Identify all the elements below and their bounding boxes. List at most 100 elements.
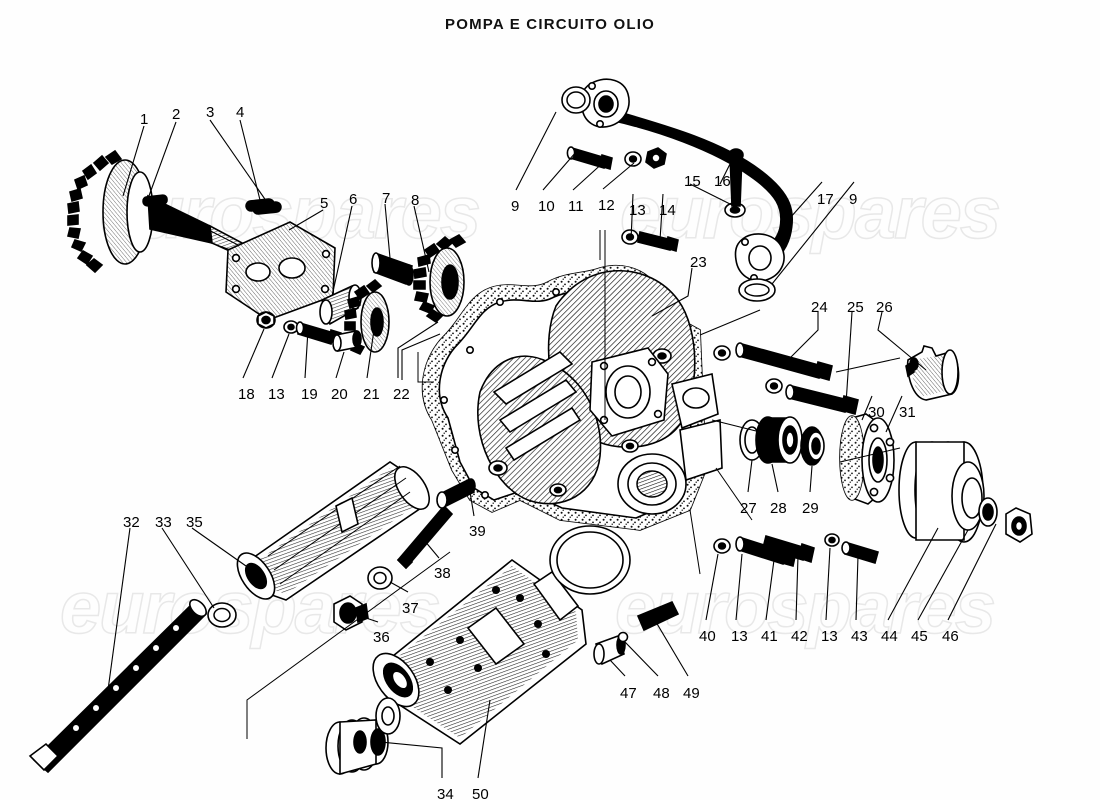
callout-29: 29: [802, 500, 819, 517]
callout-49: 49: [683, 685, 700, 702]
callout-40: 40: [699, 628, 716, 645]
callout-28: 28: [770, 500, 787, 517]
callout-18: 18: [238, 386, 255, 403]
callout-6: 6: [349, 191, 358, 208]
part-pump-gear-8: [413, 233, 467, 324]
callout-48: 48: [653, 685, 670, 702]
callout-44: 44: [881, 628, 898, 645]
callout-9b: 9: [849, 191, 858, 208]
callout-11: 11: [568, 198, 584, 215]
callout-35: 35: [186, 514, 203, 531]
callout-8: 8: [411, 192, 420, 209]
part-washer-25a: [765, 378, 783, 394]
part-bolt-14: [637, 231, 679, 253]
part-o-ring-9a: [561, 86, 591, 114]
callout-14: 14: [659, 202, 676, 219]
part-nut-46: [1005, 507, 1033, 543]
callout-21: 21: [363, 386, 380, 403]
callout-22: 22: [393, 386, 410, 403]
callout-30: 30: [868, 404, 885, 421]
part-stud-49: [636, 600, 680, 632]
part-pump-gear-21: [344, 278, 390, 356]
leader-lines-group-13: [379, 699, 491, 779]
part-pump-housing-23: [477, 270, 723, 515]
part-shaft-pin-7: [371, 252, 414, 286]
callout-13a: 13: [629, 202, 646, 219]
leader-lines-group-12: [609, 621, 689, 677]
callout-45: 45: [911, 628, 928, 645]
callout-7: 7: [382, 190, 391, 207]
callout-4: 4: [236, 104, 245, 121]
callout-24: 24: [811, 299, 828, 316]
part-pump-cover-plate-5: [225, 221, 336, 321]
callout-13b: 13: [268, 386, 285, 403]
callout-5: 5: [320, 195, 329, 212]
callout-23: 23: [690, 254, 707, 271]
part-pulley-44: [898, 441, 985, 543]
part-sensor-26: [905, 345, 960, 401]
callout-47: 47: [620, 685, 637, 702]
leader-lines-group-10: [359, 491, 475, 623]
callout-41: 41: [761, 628, 778, 645]
part-washer-37: [367, 566, 393, 590]
callout-36: 36: [373, 629, 390, 646]
part-washer-24a: [713, 345, 731, 361]
part-spacer-20: [332, 330, 362, 352]
part-bearing-28: [755, 416, 803, 464]
part-washer-40: [713, 538, 731, 554]
part-washer-13b: [621, 229, 639, 245]
leader-22: [401, 333, 441, 380]
callout-15: 15: [684, 173, 701, 190]
leader-lines-group-6: [747, 395, 903, 493]
part-plug-39: [436, 478, 476, 509]
part-oil-cooler-tube-32: [28, 598, 208, 774]
leader-lines-group-8: [705, 547, 859, 621]
leader-lines-group-7: [887, 523, 997, 621]
callout-3: 3: [206, 104, 215, 121]
callout-33: 33: [155, 514, 172, 531]
callout-20: 20: [331, 386, 348, 403]
part-bolt-24: [735, 342, 833, 382]
callout-37: 37: [402, 600, 419, 617]
part-drive-gear-1: [67, 149, 249, 274]
part-washer-13a: [283, 320, 299, 334]
callout-38: 38: [434, 565, 451, 582]
part-bolt-10: [566, 146, 613, 171]
callout-1: 1: [140, 111, 149, 128]
callout-43: 43: [851, 628, 868, 645]
leader-lines-group-5: [789, 311, 927, 405]
part-o-ring-33: [207, 602, 237, 628]
part-washer-13e: [824, 533, 840, 547]
callout-42: 42: [791, 628, 808, 645]
callout-16: 16: [714, 173, 731, 190]
callout-39: 39: [469, 523, 486, 540]
callout-27: 27: [740, 500, 757, 517]
callout-32: 32: [123, 514, 140, 531]
callout-13c: 13: [731, 628, 748, 645]
part-oil-cooler-35: [236, 461, 431, 601]
callout-10: 10: [538, 198, 555, 215]
callout-34: 34: [437, 786, 454, 803]
part-seal-34: [325, 717, 389, 776]
callout-9a: 9: [511, 198, 520, 215]
leader-lines-group-1: [122, 119, 282, 215]
leader-lines-group-2: [288, 203, 430, 297]
callout-26: 26: [876, 299, 893, 316]
callout-46: 46: [942, 628, 959, 645]
leader-23: [651, 267, 693, 317]
part-bearing-29: [800, 426, 825, 466]
part-oil-filter-cartridge: [372, 525, 631, 745]
leader-lines-group-4: [515, 111, 855, 285]
part-bolt-43: [841, 541, 879, 565]
part-nut-12: [645, 147, 667, 169]
callout-50: 50: [472, 786, 489, 803]
part-bolt-25: [785, 384, 859, 416]
part-nut-18: [256, 311, 276, 329]
callout-2: 2: [172, 106, 181, 123]
part-stud-38: [396, 504, 454, 570]
callout-13d: 13: [821, 628, 838, 645]
assembly-guide-lines: [246, 230, 901, 739]
part-oil-pipe-9: [580, 78, 794, 282]
